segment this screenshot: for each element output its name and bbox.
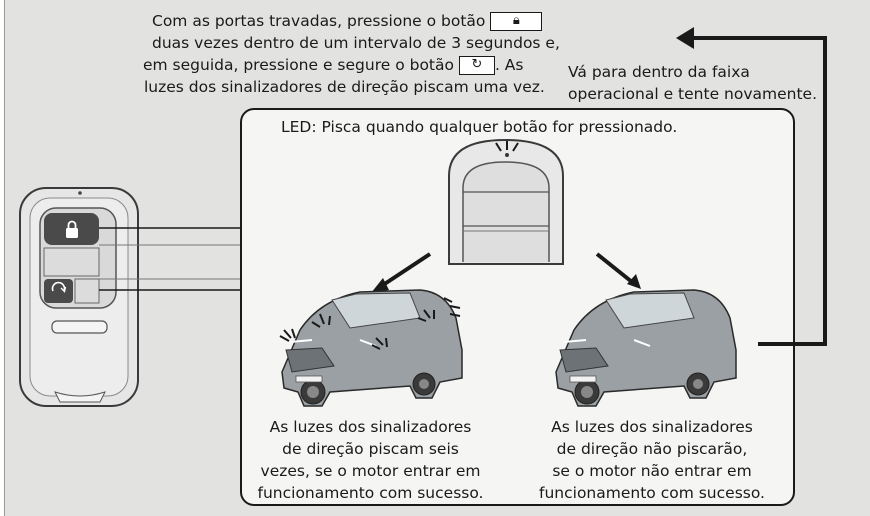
car-failure bbox=[555, 289, 737, 407]
led-flash-marks bbox=[495, 141, 519, 152]
remote-start-button-inline-icon: ↻ bbox=[458, 56, 495, 75]
retry-loop-arrow bbox=[676, 27, 827, 346]
key-fob bbox=[19, 187, 139, 407]
fob-closeup bbox=[448, 138, 564, 265]
retry-line-2: operacional e tente novamente. bbox=[568, 85, 818, 103]
remote-start-icon bbox=[51, 281, 67, 293]
outcome-arrows bbox=[371, 252, 641, 293]
turn-signal-flash-marks bbox=[279, 297, 461, 350]
instruction-line-4: luzes dos sinalizadores de direção pisca… bbox=[144, 78, 545, 96]
instruction-line-1: Com as portas travadas, pressione o botã… bbox=[152, 10, 543, 32]
lock-icon bbox=[66, 220, 78, 238]
success-caption: As luzes dos sinalizadores de direção pi… bbox=[257, 418, 484, 502]
instruction-line-3: em seguida, pressione e segure o botão ↻… bbox=[143, 56, 524, 75]
instruction-line-2: duas vezes dentro de um intervalo de 3 s… bbox=[152, 34, 560, 52]
failure-caption: As luzes dos sinalizadores de direção nã… bbox=[539, 418, 765, 502]
lock-button-inline-icon: 🔒︎ bbox=[490, 12, 543, 31]
retry-line-1: Vá para dentro da faixa bbox=[568, 63, 750, 81]
callout-lines bbox=[99, 227, 240, 291]
led-caption: LED: Pisca quando qualquer botão for pre… bbox=[281, 118, 678, 136]
car-success bbox=[281, 289, 463, 407]
